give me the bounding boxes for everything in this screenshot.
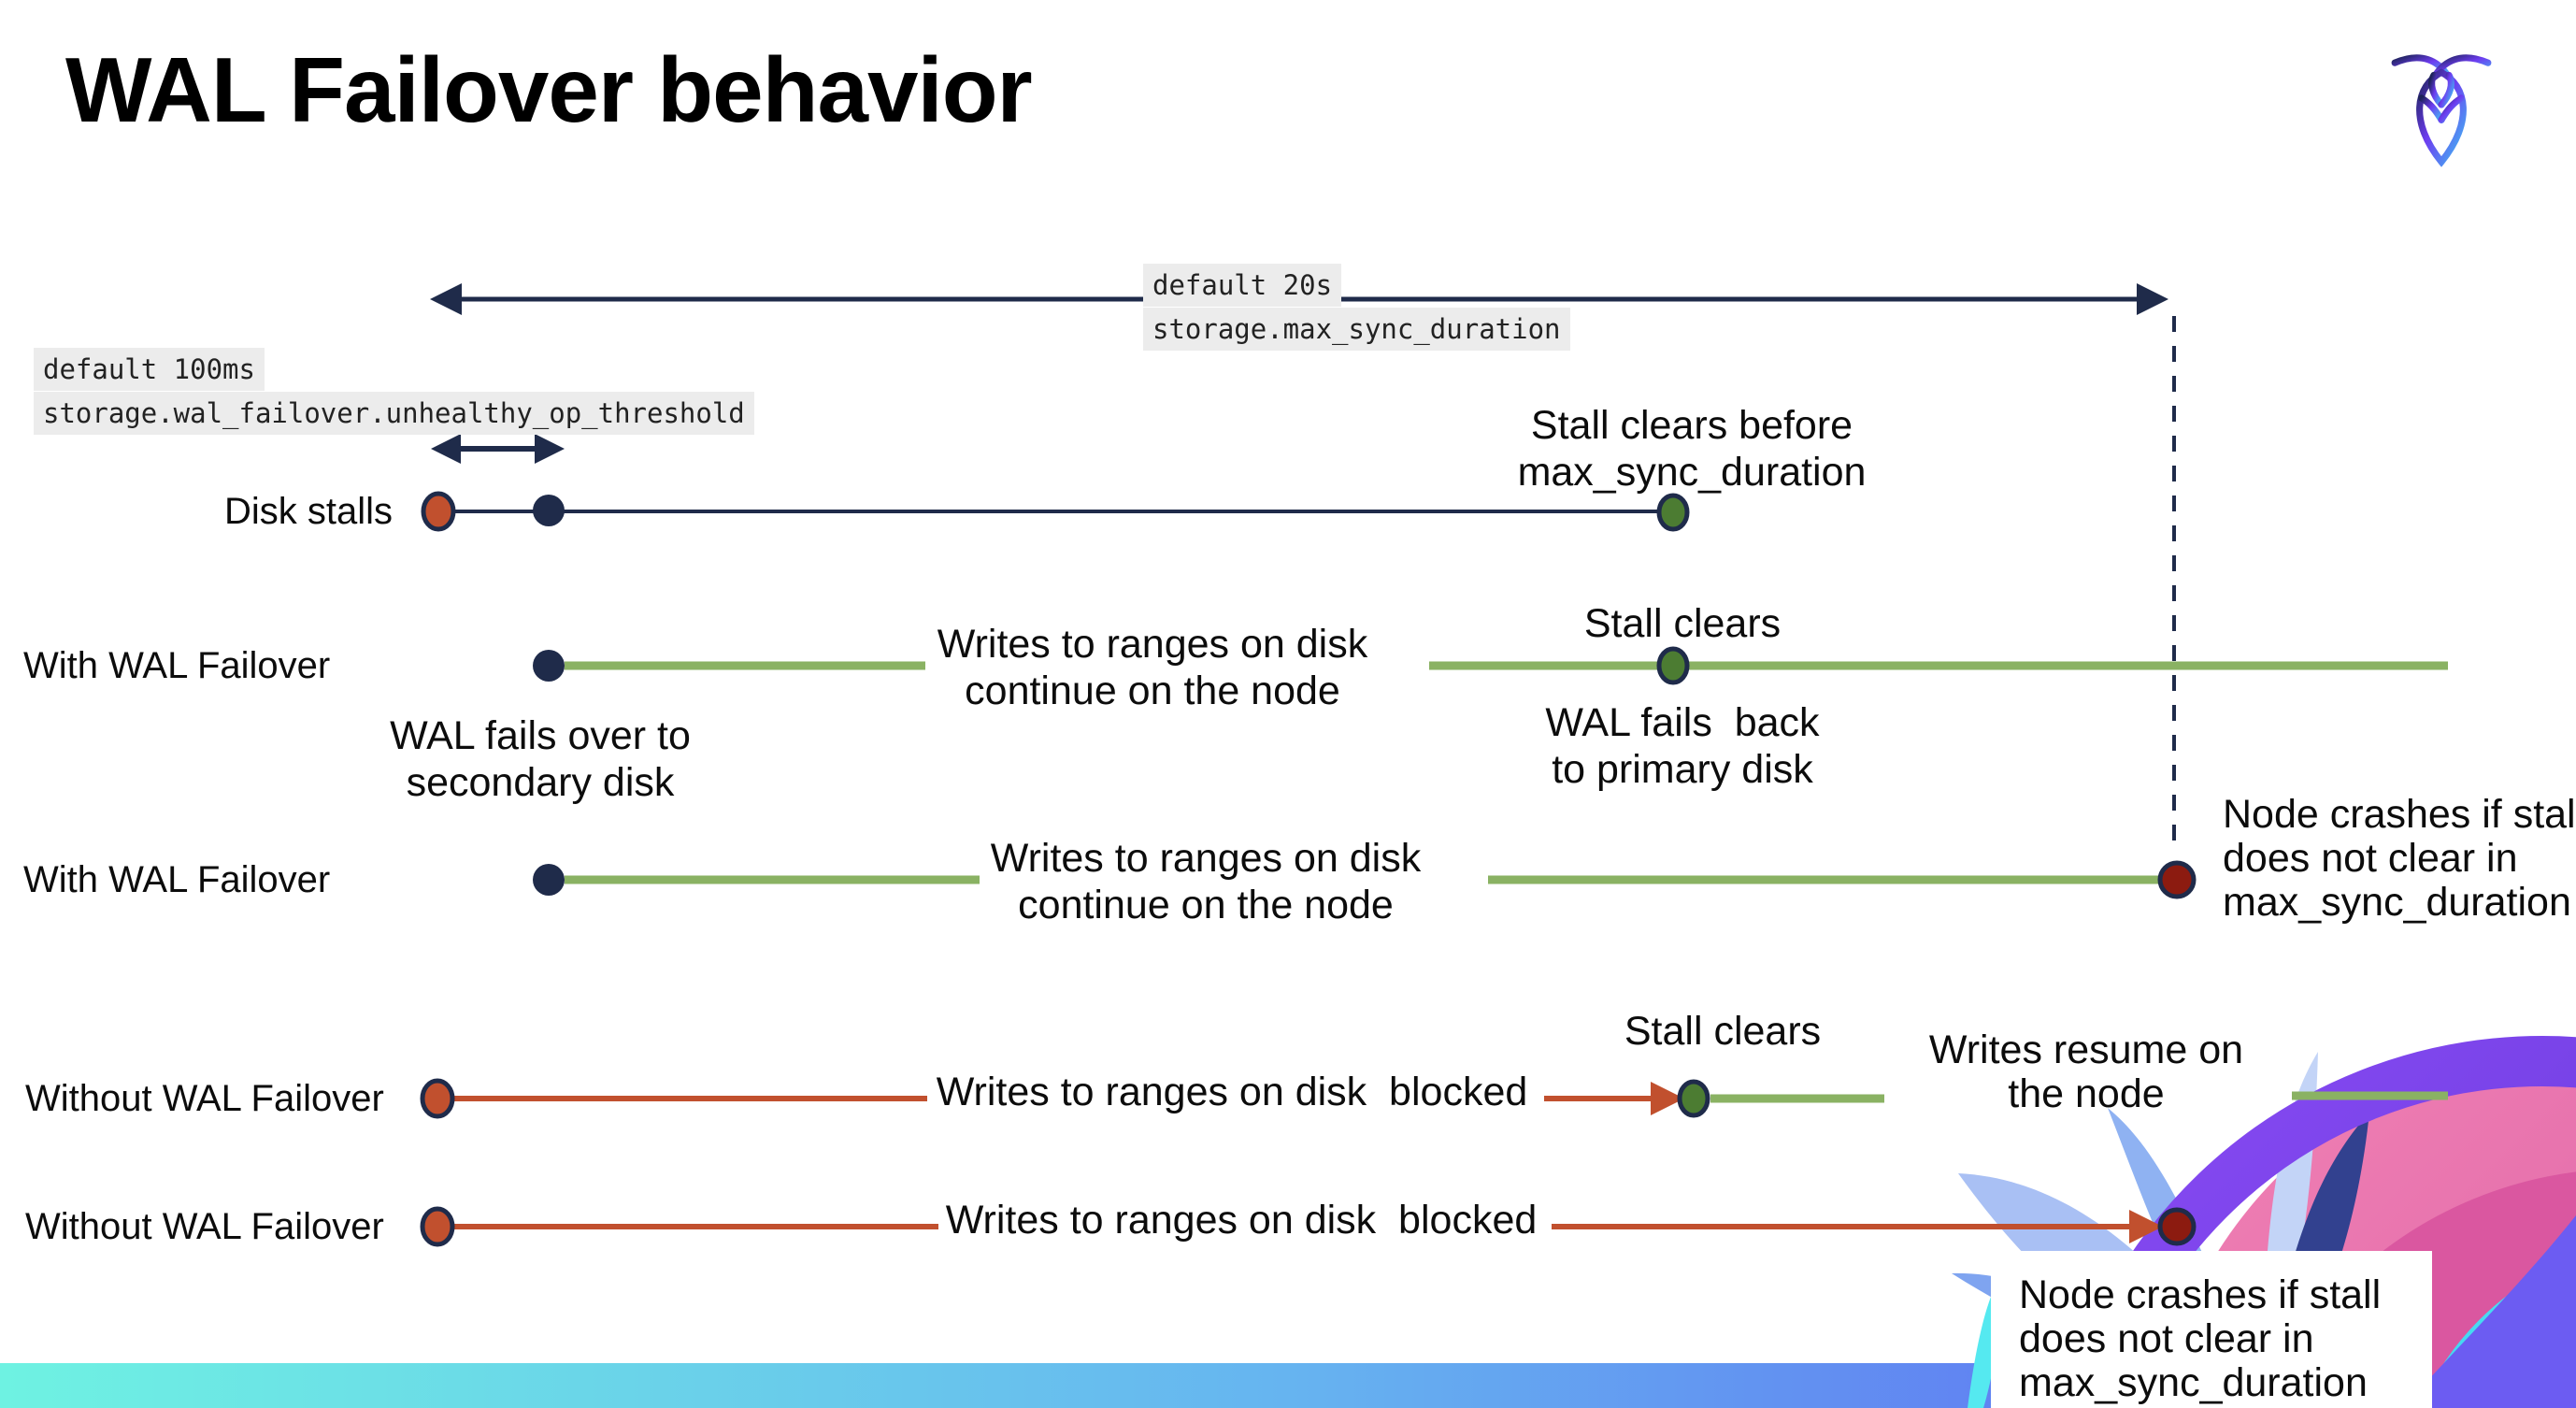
stall-clears-dot — [1656, 646, 1690, 685]
row-label-without-wal-failover-1: Without WAL Failover — [25, 1078, 384, 1119]
row-label-with-wal-failover-2: With WAL Failover — [23, 859, 331, 900]
setting-max-sync-duration: default 20s storage.max_sync_duration — [1143, 264, 1570, 352]
annotation-stall-clears-1: Stall clears — [1583, 601, 1782, 646]
stall-clears-dot — [1656, 493, 1690, 532]
annotation-writes-blocked-2: Writes to ranges on disk blocked — [945, 1198, 1538, 1243]
page-title: WAL Failover behavior — [65, 38, 1033, 141]
annotation-writes-blocked-1: Writes to ranges on disk blocked — [936, 1070, 1528, 1114]
annotation-writes-continue-2: Writes to ranges on disk continue on the… — [990, 836, 1422, 927]
annotation-node-crashes-2: Node crashes if stall does not clear in … — [2019, 1272, 2382, 1405]
failover-threshold-dot — [533, 495, 565, 526]
timeline-without-wal-failover-clears — [420, 1078, 2448, 1119]
row-label-with-wal-failover-1: With WAL Failover — [23, 645, 331, 686]
stall-clears-dot — [1677, 1079, 1710, 1118]
setting-name: storage.max_sync_duration — [1143, 308, 1570, 351]
disk-stall-start-dot — [420, 1078, 455, 1119]
annotation-writes-continue-1: Writes to ranges on disk continue on the… — [937, 622, 1368, 713]
annotation-stall-clears-before: Stall clears before max_sync_duration — [1517, 403, 1867, 495]
setting-unhealthy-op-threshold: default 100ms storage.wal_failover.unhea… — [34, 348, 754, 436]
annotation-wal-fails-over: WAL fails over to secondary disk — [390, 713, 691, 805]
wal-failover-dot — [533, 650, 565, 682]
node-crash-dot — [2157, 860, 2197, 899]
unhealthy-op-threshold-arrow — [431, 434, 565, 464]
setting-default-value: default 100ms — [34, 348, 265, 391]
wal-failover-dot — [533, 864, 565, 896]
row-label-disk-stalls: Disk stalls — [224, 491, 394, 532]
cockroachdb-logo-icon — [2391, 54, 2492, 167]
blocked-arrowhead — [2129, 1210, 2163, 1243]
disk-stall-start-dot — [420, 1206, 455, 1247]
annotation-node-crashes-1: Node crashes if stall does not clear in … — [2223, 792, 2576, 925]
annotation-wal-fails-back: WAL fails back to primary disk — [1545, 700, 1820, 792]
row-label-without-wal-failover-2: Without WAL Failover — [25, 1206, 384, 1247]
blocked-arrowhead — [1651, 1082, 1684, 1115]
node-crash-callout-box: Node crashes if stall does not clear in … — [1991, 1251, 2432, 1408]
timeline-disk-stalls — [421, 491, 1690, 532]
timeline-with-wal-failover-crash — [533, 860, 2197, 899]
setting-name: storage.wal_failover.unhealthy_op_thresh… — [34, 392, 754, 435]
setting-default-value: default 20s — [1143, 264, 1342, 307]
annotation-stall-clears-2: Stall clears — [1624, 1009, 1822, 1054]
node-crash-dot — [2157, 1207, 2197, 1246]
timeline-without-wal-failover-crash — [420, 1206, 2197, 1247]
timeline-with-wal-failover-clears — [533, 646, 2448, 685]
annotation-writes-resume: Writes resume on the node — [1928, 1027, 2244, 1116]
disk-stall-start-dot — [421, 491, 456, 532]
